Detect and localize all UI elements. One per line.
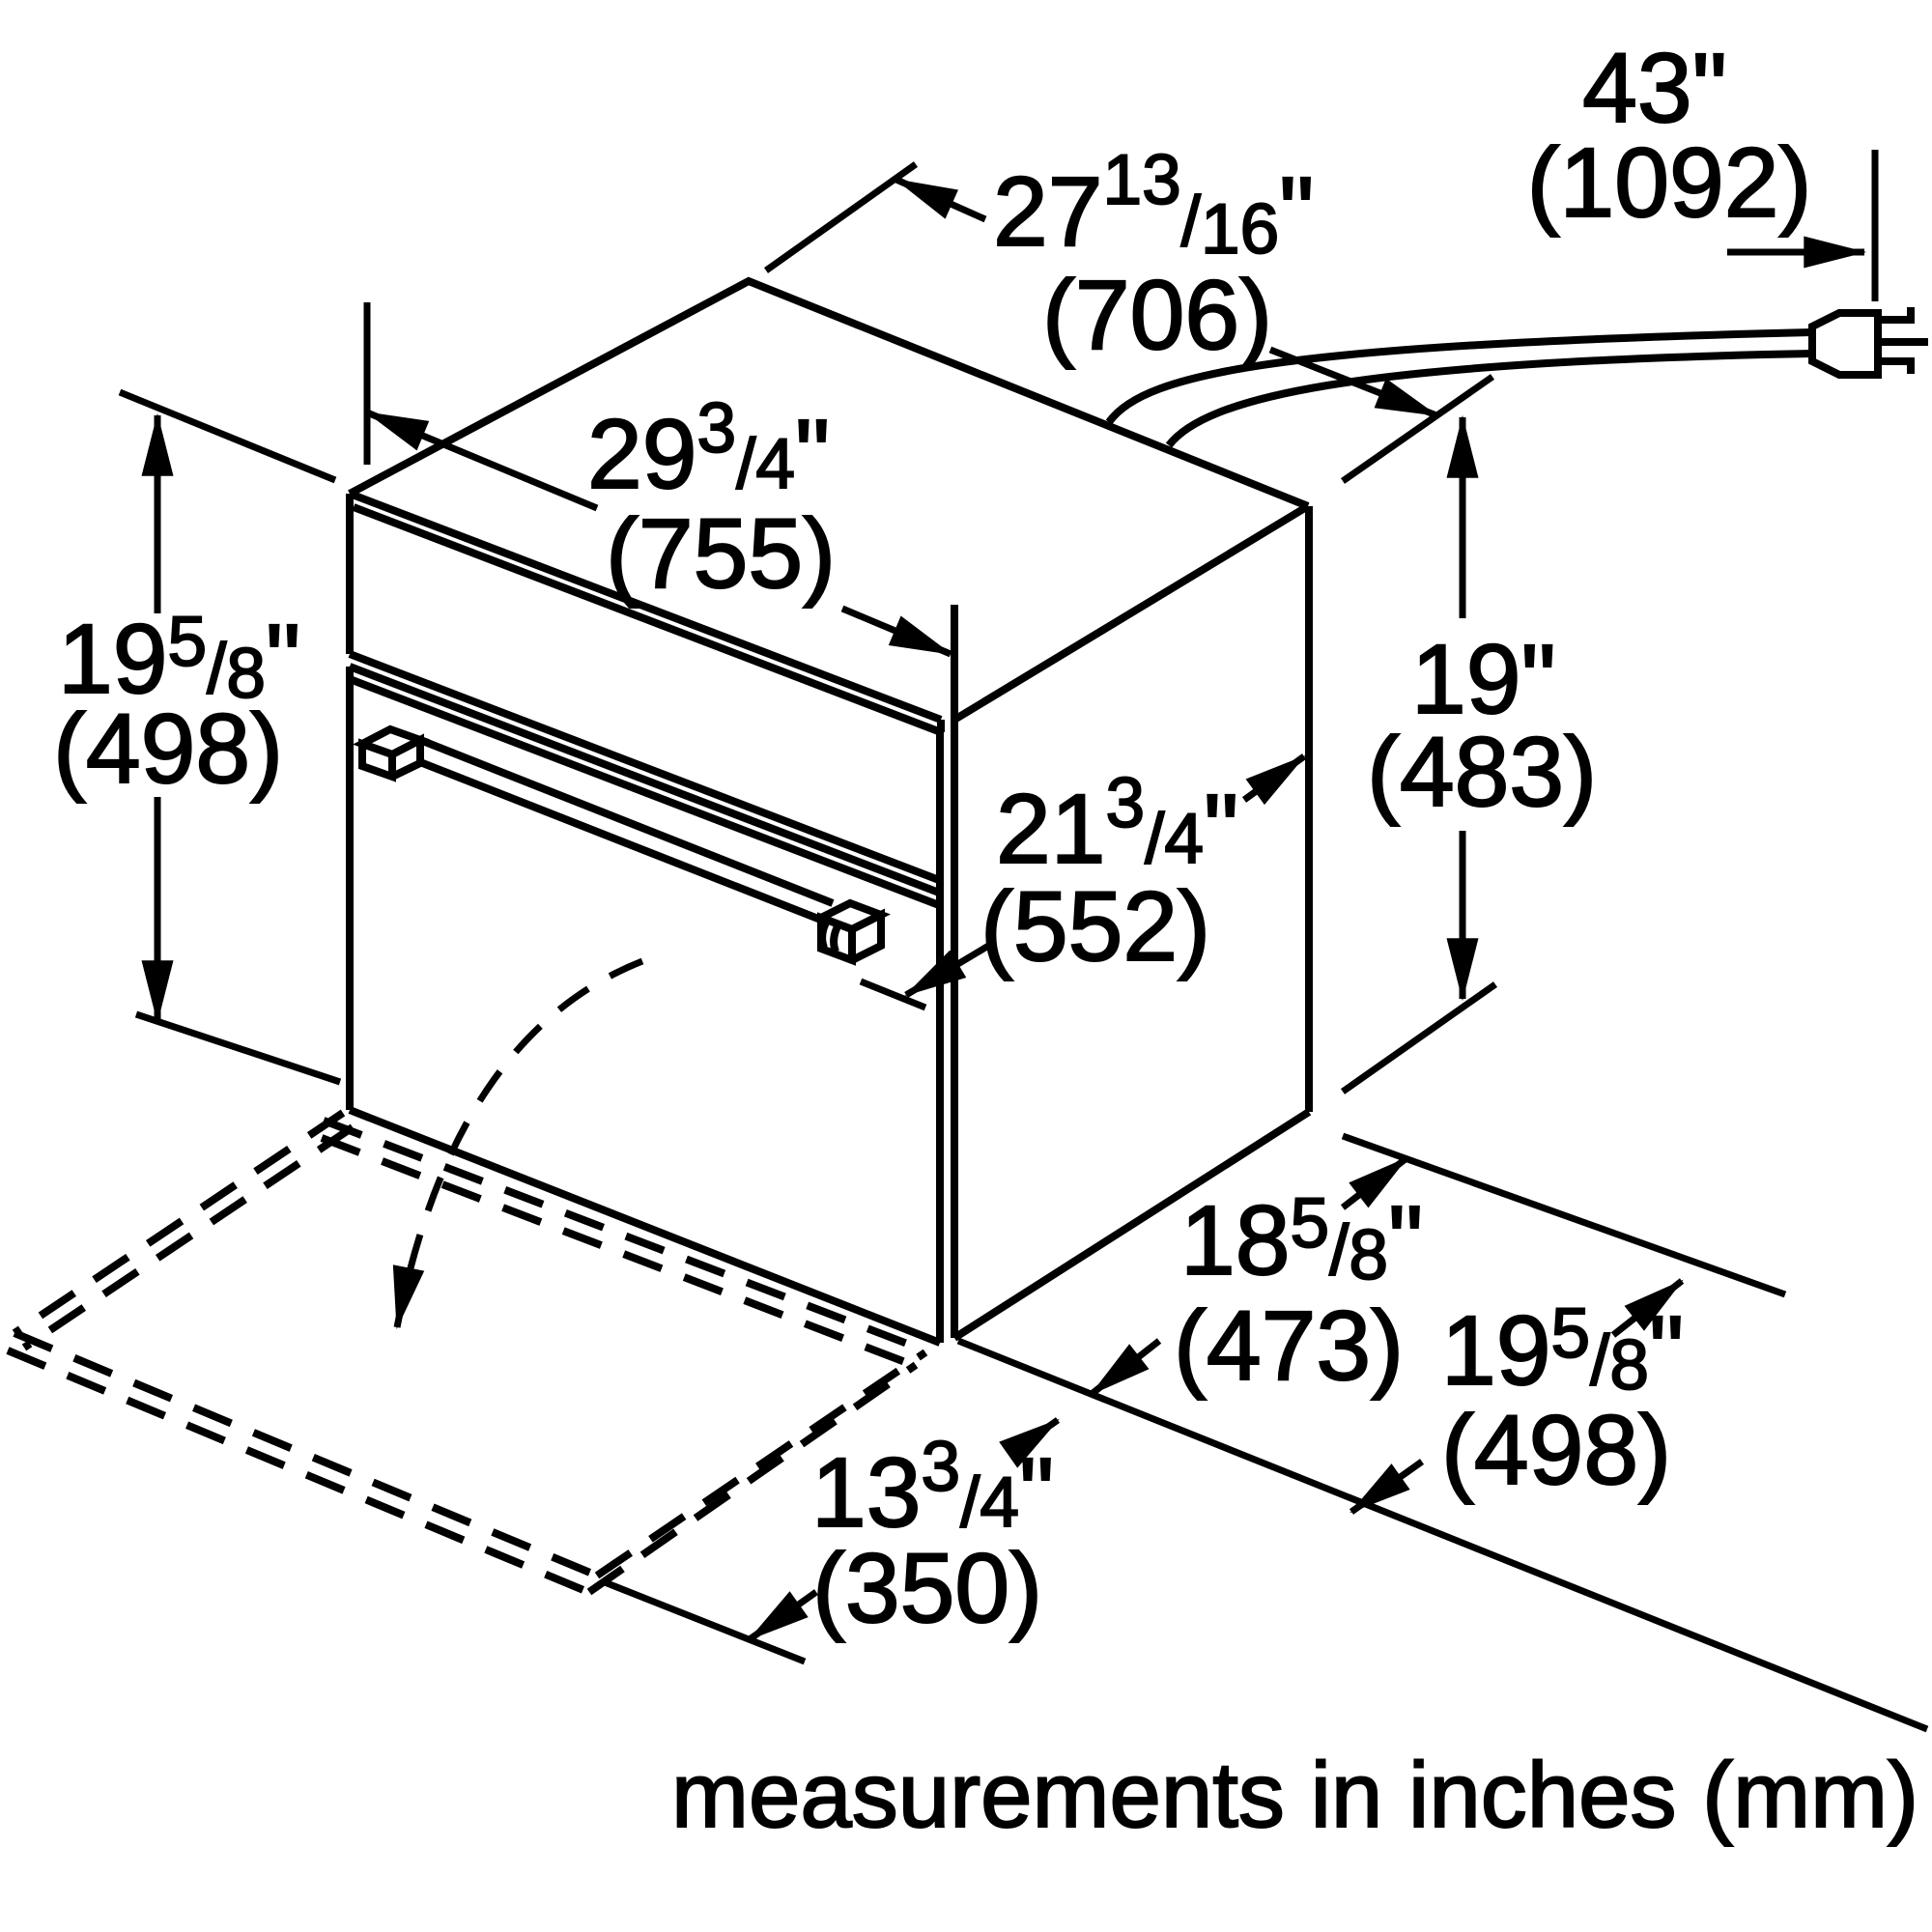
svg-text:(755): (755): [606, 498, 836, 609]
svg-text:43": 43": [1582, 33, 1727, 143]
svg-text:(483): (483): [1367, 717, 1597, 827]
svg-text:measurements in inches (mm): measurements in inches (mm): [671, 1744, 1918, 1847]
svg-text:19": 19": [1411, 624, 1556, 734]
svg-text:(473): (473): [1174, 1291, 1404, 1401]
svg-text:(498): (498): [53, 694, 283, 804]
svg-text:(1092): (1092): [1527, 128, 1812, 238]
svg-text:(498): (498): [1441, 1395, 1671, 1505]
svg-text:(350): (350): [812, 1533, 1042, 1643]
svg-text:185/8": 185/8": [1180, 1184, 1423, 1295]
svg-text:(706): (706): [1042, 260, 1272, 370]
svg-text:(552): (552): [980, 871, 1210, 981]
